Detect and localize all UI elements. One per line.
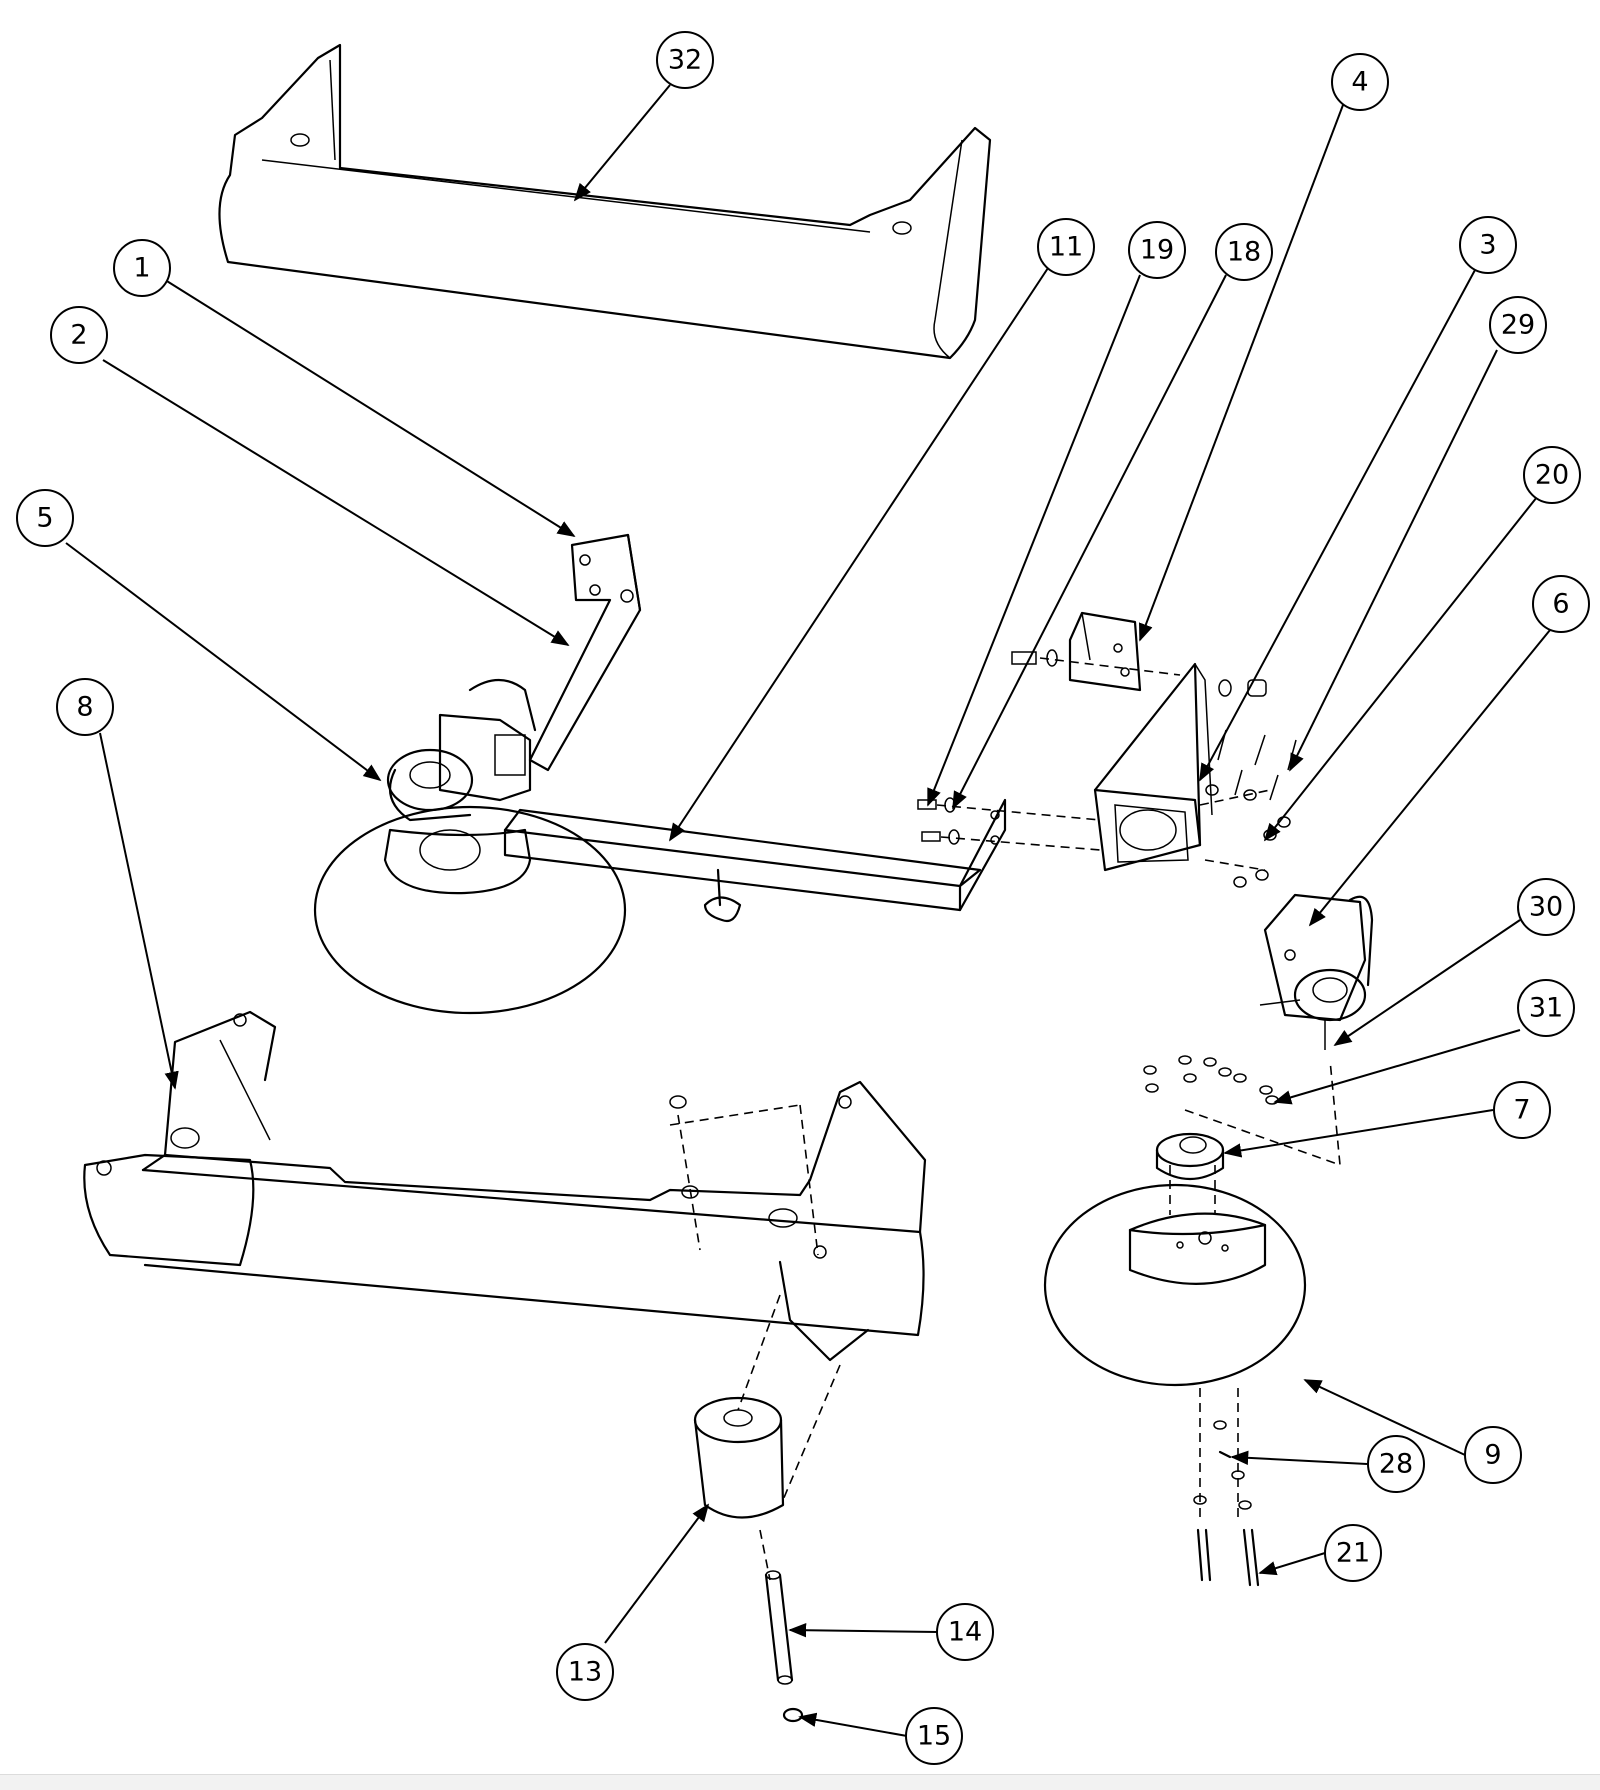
fasteners-18-19	[917, 649, 1267, 851]
part-disc-9	[1043, 1183, 1307, 1387]
callout-label-14: 14	[948, 1617, 982, 1648]
callout-label-31: 31	[1529, 993, 1563, 1024]
callout-19: 19	[1128, 221, 1186, 279]
callout-18: 18	[1215, 223, 1273, 281]
bottom-scroll-strip	[0, 1774, 1600, 1790]
part-gearbox-5	[386, 678, 537, 822]
callout-9: 9	[1464, 1426, 1522, 1484]
callout-label-28: 28	[1379, 1449, 1413, 1480]
callout-label-18: 18	[1227, 237, 1261, 268]
part-bracket-1-2	[528, 533, 642, 772]
callout-2: 2	[50, 306, 108, 364]
callout-29: 29	[1489, 296, 1547, 354]
callout-8: 8	[56, 678, 114, 736]
callout-label-9: 9	[1484, 1440, 1501, 1471]
callout-label-1: 1	[133, 253, 150, 284]
callout-5: 5	[16, 489, 74, 547]
callout-31: 31	[1517, 979, 1575, 1037]
callout-label-8: 8	[76, 692, 93, 723]
callout-15: 15	[905, 1707, 963, 1765]
part-hub-7	[1155, 1132, 1225, 1215]
part-pin-14	[759, 1529, 794, 1685]
part-pins-21-28	[1193, 1388, 1260, 1587]
callout-11: 11	[1037, 218, 1095, 276]
callout-label-15: 15	[917, 1721, 951, 1752]
callout-label-20: 20	[1535, 460, 1569, 491]
callout-label-29: 29	[1501, 310, 1535, 341]
callout-label-7: 7	[1513, 1095, 1530, 1126]
part-cover-32	[218, 43, 992, 360]
callout-7: 7	[1493, 1081, 1551, 1139]
callout-21: 21	[1324, 1524, 1382, 1582]
callout-label-19: 19	[1140, 235, 1174, 266]
callout-label-13: 13	[568, 1657, 602, 1688]
callout-label-4: 4	[1351, 67, 1368, 98]
callout-label-21: 21	[1336, 1538, 1370, 1569]
callout-label-5: 5	[36, 503, 53, 534]
callout-32: 32	[656, 31, 714, 89]
part-bracket-4	[1068, 611, 1142, 692]
part-tube-11	[503, 798, 1007, 923]
callout-label-32: 32	[668, 45, 702, 76]
callout-28: 28	[1367, 1435, 1425, 1493]
callout-label-3: 3	[1479, 230, 1496, 261]
callout-label-2: 2	[70, 320, 87, 351]
callout-20: 20	[1523, 446, 1581, 504]
part-disc-left	[313, 805, 627, 1015]
callout-30: 30	[1517, 878, 1575, 936]
callout-6: 6	[1532, 575, 1590, 633]
part-gearbox-right	[1259, 893, 1374, 1050]
callout-3: 3	[1459, 216, 1517, 274]
callout-1: 1	[113, 239, 171, 297]
leader-lines	[65, 84, 1551, 1737]
callout-label-6: 6	[1552, 589, 1569, 620]
callout-label-11: 11	[1049, 232, 1083, 263]
callout-label-30: 30	[1529, 892, 1563, 923]
callout-4: 4	[1331, 53, 1389, 111]
part-plate-3	[1093, 662, 1213, 872]
callout-13: 13	[556, 1643, 614, 1701]
callout-14: 14	[936, 1603, 994, 1661]
